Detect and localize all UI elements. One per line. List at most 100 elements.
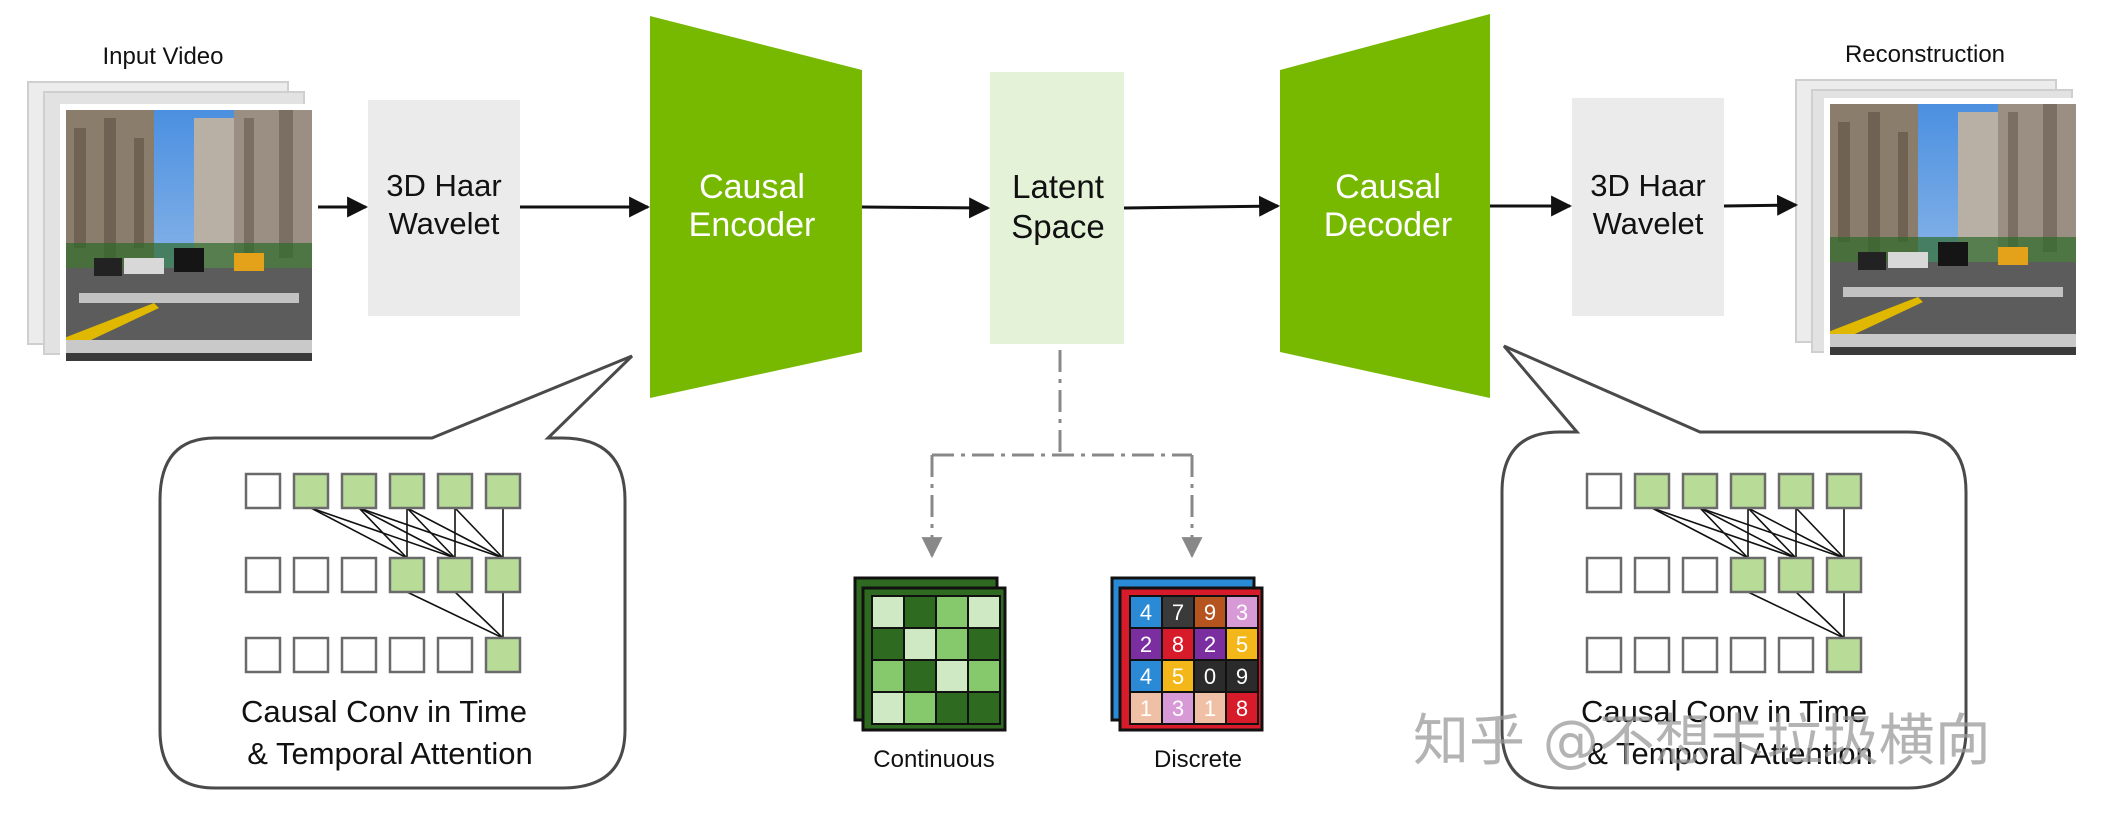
watermark-text: 知乎 @不想卡垃圾横向 (1413, 709, 1991, 774)
continuous-cell (967, 627, 1001, 661)
conv-cell-active (1825, 636, 1863, 674)
conv-connections (310, 507, 504, 639)
continuous-cell (903, 627, 937, 661)
discrete-token: 5 (1236, 632, 1248, 657)
continuous-cell (903, 659, 937, 693)
discrete-cell (1129, 595, 1163, 629)
input-video-label: Input Video (103, 43, 224, 70)
pipeline-arrows (318, 194, 1799, 219)
input-video-frames (27, 81, 318, 365)
decoder-line2: Decoder (1324, 206, 1453, 244)
conv-cell-active (1825, 472, 1863, 510)
conv-cell-active (388, 472, 426, 510)
continuous-cell (871, 691, 905, 725)
conv-cell-active (1825, 556, 1863, 594)
wavelet-in-block: 3D Haar Wavelet (368, 100, 520, 316)
conv-cell-inactive (388, 636, 426, 674)
conv-cell-inactive (1729, 636, 1767, 674)
conv-cell-active (436, 472, 474, 510)
wavelet-in-line2: Wavelet (389, 206, 500, 241)
continuous-cell (935, 627, 969, 661)
conv-cell-active (340, 472, 378, 510)
decoder-line1: Causal (1335, 168, 1441, 206)
continuous-cell (935, 691, 969, 725)
causal-decoder-block: Causal Decoder (1280, 14, 1490, 398)
continuous-cell (967, 691, 1001, 725)
continuous-cell (967, 595, 1001, 629)
reconstruction-frames (1795, 79, 2084, 360)
causal-conv-graphic-left (244, 472, 522, 674)
callout-left: Causal Conv in Time & Temporal Attention (158, 354, 634, 790)
causal-conv-graphic-right (1585, 472, 1863, 674)
discrete-token: 5 (1172, 664, 1184, 689)
encoder-line2: Encoder (689, 206, 816, 244)
arrow-right-icon (861, 197, 991, 219)
arrow-right-icon (1723, 194, 1799, 216)
conv-cell-inactive (292, 556, 330, 594)
conv-connections (1651, 507, 1845, 639)
continuous-latent-icon (853, 576, 1007, 732)
callout-left-line1: Causal Conv in Time (241, 694, 527, 729)
conv-cell-inactive (1585, 556, 1623, 594)
discrete-token: 1 (1204, 696, 1216, 721)
conv-cell-inactive (1585, 472, 1623, 510)
discrete-label: Discrete (1154, 746, 1242, 773)
conv-cell-inactive (1585, 636, 1623, 674)
wavelet-out-line1: 3D Haar (1590, 168, 1705, 203)
wavelet-out-line2: Wavelet (1593, 206, 1704, 241)
callout-right-line2: & Temporal Attention (1587, 736, 1873, 771)
discrete-token: 2 (1140, 632, 1152, 657)
conv-cell-active (484, 472, 522, 510)
continuous-cell (871, 627, 905, 661)
conv-cell-active (1777, 472, 1815, 510)
latent-line2: Space (1011, 208, 1105, 245)
discrete-token: 1 (1140, 696, 1152, 721)
wavelet-out-block: 3D Haar Wavelet (1572, 98, 1724, 316)
callout-right: Causal Conv in Time & Temporal Attention (1500, 344, 1968, 790)
discrete-token: 9 (1204, 600, 1216, 625)
conv-cell-inactive (292, 636, 330, 674)
conv-cell-inactive (340, 556, 378, 594)
discrete-cell (1225, 627, 1259, 661)
discrete-token: 8 (1172, 632, 1184, 657)
conv-cell-inactive (1777, 636, 1815, 674)
conv-cell-inactive (1633, 636, 1671, 674)
conv-cell-active (1777, 556, 1815, 594)
conv-cell-inactive (244, 556, 282, 594)
conv-cell-active (388, 556, 426, 594)
conv-cell-inactive (1681, 636, 1719, 674)
discrete-token: 8 (1236, 696, 1248, 721)
continuous-cell (935, 595, 969, 629)
video-frame-icon (1824, 98, 2084, 360)
conv-cell-active (1681, 472, 1719, 510)
discrete-cell (1225, 659, 1259, 693)
conv-cell-inactive (1633, 556, 1671, 594)
discrete-cell (1193, 691, 1227, 725)
conv-cell-inactive (244, 636, 282, 674)
discrete-cell (1161, 659, 1195, 693)
conv-cell-active (484, 636, 522, 674)
discrete-cell (1225, 691, 1259, 725)
conv-cell-active (292, 472, 330, 510)
discrete-token: 7 (1172, 600, 1184, 625)
conv-cell-inactive (244, 472, 282, 510)
callout-left-line2: & Temporal Attention (247, 736, 533, 771)
latent-branch-lines (921, 350, 1203, 559)
continuous-cell (903, 595, 937, 629)
causal-encoder-block: Causal Encoder (650, 16, 862, 398)
callout-right-line1: Causal Conv in Time (1581, 694, 1867, 729)
continuous-cell (903, 691, 937, 725)
continuous-label: Continuous (873, 746, 994, 773)
continuous-cell (871, 659, 905, 693)
conv-cell-active (436, 556, 474, 594)
continuous-cell (871, 595, 905, 629)
video-frame-icon (60, 104, 318, 365)
conv-cell-inactive (1681, 556, 1719, 594)
discrete-token: 3 (1236, 600, 1248, 625)
discrete-cell (1161, 691, 1195, 725)
conv-cell-inactive (340, 636, 378, 674)
conv-cell-active (1633, 472, 1671, 510)
discrete-cell (1193, 659, 1227, 693)
latent-line1: Latent (1012, 168, 1104, 205)
